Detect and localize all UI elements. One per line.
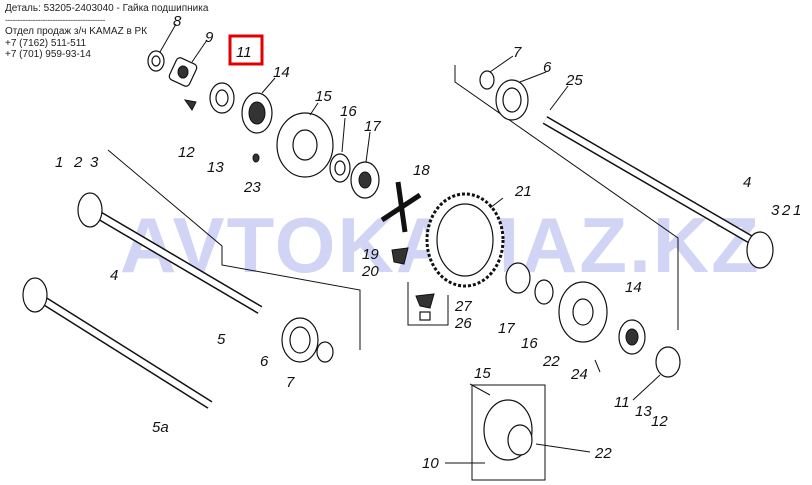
- housing-assembly-10[interactable]: [483, 399, 533, 461]
- label-6b: 6: [543, 59, 552, 76]
- label-2b: 2: [781, 202, 791, 219]
- label-17b: 17: [498, 320, 515, 337]
- side-gear-17[interactable]: [350, 161, 380, 199]
- label-13a: 13: [207, 159, 224, 176]
- ring-gear-21[interactable]: [425, 192, 505, 288]
- phone-2[interactable]: +7 (701) 959-93-14: [5, 49, 91, 60]
- detail-title: Деталь: 53205-2403040 - Гайка подшипника: [5, 3, 209, 14]
- label-3: 3: [90, 154, 99, 171]
- header-separator: ----------------------------------------: [5, 14, 105, 25]
- label-16a: 16: [340, 103, 357, 120]
- label-4a: 4: [110, 267, 118, 284]
- label-7a: 7: [286, 374, 295, 391]
- frame-line-right: [454, 65, 679, 330]
- phone-1[interactable]: +7 (7162) 511-511: [5, 37, 87, 49]
- label-3b: 3: [771, 202, 780, 219]
- label-14b: 14: [625, 279, 642, 296]
- lock-12-13[interactable]: [183, 99, 197, 111]
- label-2: 2: [73, 154, 83, 171]
- label-23: 23: [243, 179, 261, 196]
- label-25: 25: [565, 72, 583, 89]
- seal-7-right[interactable]: [479, 70, 495, 90]
- label-12a: 12: [178, 144, 195, 161]
- axle-shaft-5a[interactable]: [22, 277, 213, 409]
- differential-cup-22[interactable]: [558, 281, 608, 343]
- label-14a: 14: [273, 64, 290, 81]
- label-22b: 22: [594, 445, 612, 462]
- bearing-14-right[interactable]: [618, 319, 646, 355]
- sales-dept: Отдел продаж з/ч KAMAZ в РК: [5, 26, 148, 37]
- side-gear-17-right[interactable]: [505, 262, 531, 294]
- bearing-14[interactable]: [241, 92, 273, 134]
- label-1b: 1: [793, 202, 801, 219]
- bolt-26[interactable]: [419, 311, 431, 321]
- label-15a: 15: [315, 88, 332, 105]
- label-8: 8: [173, 13, 182, 30]
- nut-11-right[interactable]: [655, 346, 681, 378]
- label-24: 24: [570, 366, 588, 383]
- label-20: 20: [361, 263, 379, 280]
- nut-11[interactable]: [209, 82, 235, 114]
- label-15b: 15: [474, 365, 491, 382]
- label-5a: 5a: [152, 419, 169, 436]
- label-9: 9: [205, 29, 214, 46]
- highlight-box-11[interactable]: [228, 34, 264, 66]
- label-16b: 16: [521, 335, 538, 352]
- leader-lines: [159, 23, 661, 464]
- frame-box-housing: [471, 384, 546, 481]
- label-10: 10: [422, 455, 439, 472]
- cross-18[interactable]: [380, 181, 422, 233]
- axle-shaft-25[interactable]: [542, 116, 774, 269]
- label-12b: 12: [651, 413, 668, 430]
- label-4b: 4: [743, 174, 751, 191]
- frame-line-left: [107, 149, 361, 350]
- bearing-9[interactable]: [168, 56, 198, 87]
- label-19: 19: [362, 246, 379, 263]
- label-17a: 17: [364, 118, 381, 135]
- label-18: 18: [413, 162, 430, 179]
- label-5: 5: [217, 331, 226, 348]
- label-13b: 13: [635, 403, 652, 420]
- washer-8[interactable]: [147, 50, 165, 72]
- label-7b: 7: [513, 44, 522, 61]
- washer-16[interactable]: [329, 153, 351, 183]
- label-6a: 6: [260, 353, 269, 370]
- gasket-6-left[interactable]: [281, 317, 319, 363]
- differential-cup-15[interactable]: [276, 112, 334, 178]
- label-27: 27: [454, 298, 472, 315]
- label-11: 11: [236, 44, 252, 61]
- label-1: 1: [55, 154, 63, 171]
- label-11b: 11: [614, 394, 630, 411]
- gasket-6-right[interactable]: [495, 79, 529, 121]
- pin-23[interactable]: [252, 153, 260, 163]
- pinion-19[interactable]: [391, 247, 409, 265]
- seal-7-left[interactable]: [316, 341, 334, 363]
- label-21a: 21: [514, 183, 532, 200]
- label-22a: 22: [542, 353, 560, 370]
- axle-shaft-5[interactable]: [77, 192, 263, 314]
- frame-line-pinion: [407, 282, 449, 326]
- label-26: 26: [454, 315, 472, 332]
- header-info: Деталь: 53205-2403040 - Гайка подшипника…: [5, 3, 208, 61]
- washer-16-right[interactable]: [534, 279, 554, 305]
- pinion-27[interactable]: [415, 293, 435, 309]
